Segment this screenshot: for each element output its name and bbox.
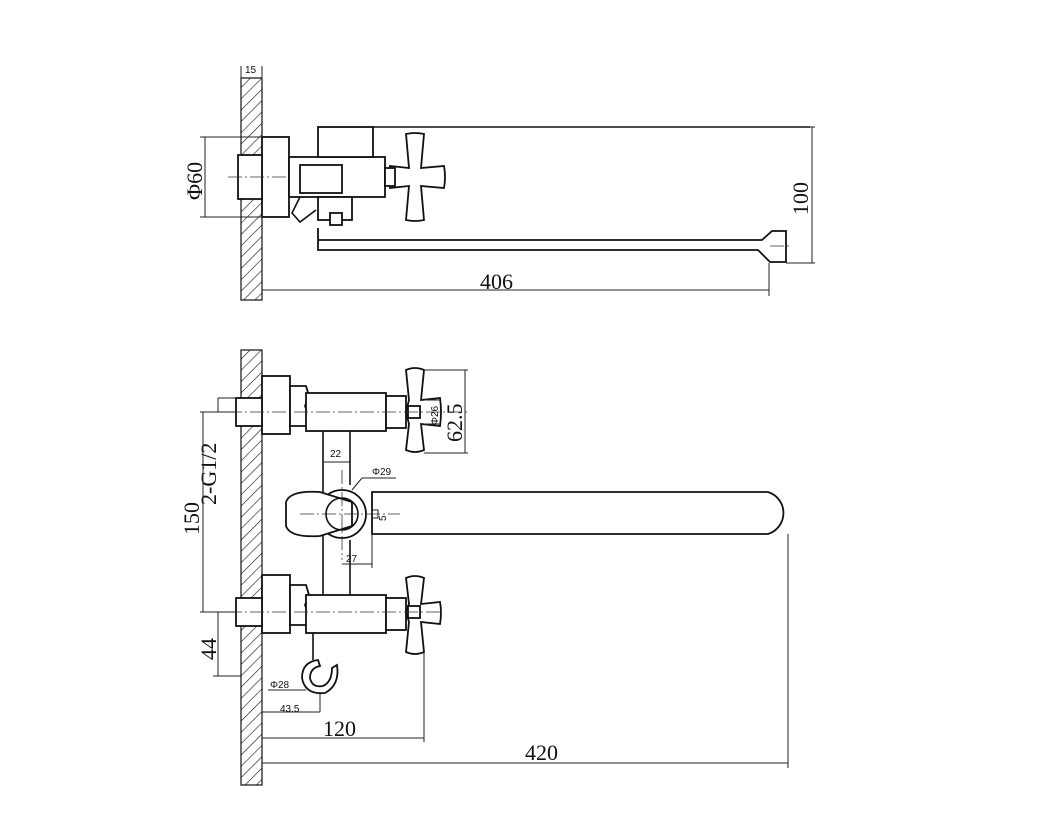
diverter-diameter-label: Φ29 xyxy=(372,467,392,478)
spout-front xyxy=(371,491,785,535)
lower-cross-handle xyxy=(405,575,442,655)
upper-housing-top xyxy=(317,126,374,158)
diverter-top xyxy=(299,164,343,194)
diverter-offset-label: 27 xyxy=(346,554,358,565)
handle-height-label: 62.5 xyxy=(442,404,467,443)
top-view: 15 Φ60 100 406 xyxy=(182,65,815,301)
body-reach-label: 120 xyxy=(323,716,356,741)
flange-diameter-label: Φ60 xyxy=(182,162,207,200)
body-spacing-label: 22 xyxy=(330,449,342,460)
centre-distance-label: 150 xyxy=(179,502,204,535)
lower-valve-body xyxy=(305,594,387,634)
upper-cross-handle xyxy=(405,367,442,453)
cross-handle-top xyxy=(389,132,446,222)
spout-drop-label: 100 xyxy=(788,182,813,215)
diverter-small-label: 5 xyxy=(378,515,389,521)
hook-diameter-label: Φ28 xyxy=(270,680,290,691)
handle-diameter-label: Φ26 xyxy=(430,405,441,425)
front-view: 2-G1/2 150 44 Φ26 62.5 22 Φ29 5 27 xyxy=(179,349,789,786)
small-knob-top xyxy=(329,212,343,226)
spout-reach-front-label: 420 xyxy=(525,740,558,765)
handle-stem-top xyxy=(384,167,396,187)
upper-flange xyxy=(261,375,291,435)
spout-reach-top-label: 406 xyxy=(480,269,513,294)
lower-flange xyxy=(261,574,291,634)
wall-thickness-label: 15 xyxy=(245,65,257,76)
wall-section-front xyxy=(240,349,263,786)
hook-note-label: 43.5 xyxy=(280,704,300,715)
inlets-label: 2-G1/2 xyxy=(196,443,221,505)
inlet-offset-label: 44 xyxy=(196,638,221,660)
lower-handle-stem xyxy=(385,597,407,631)
